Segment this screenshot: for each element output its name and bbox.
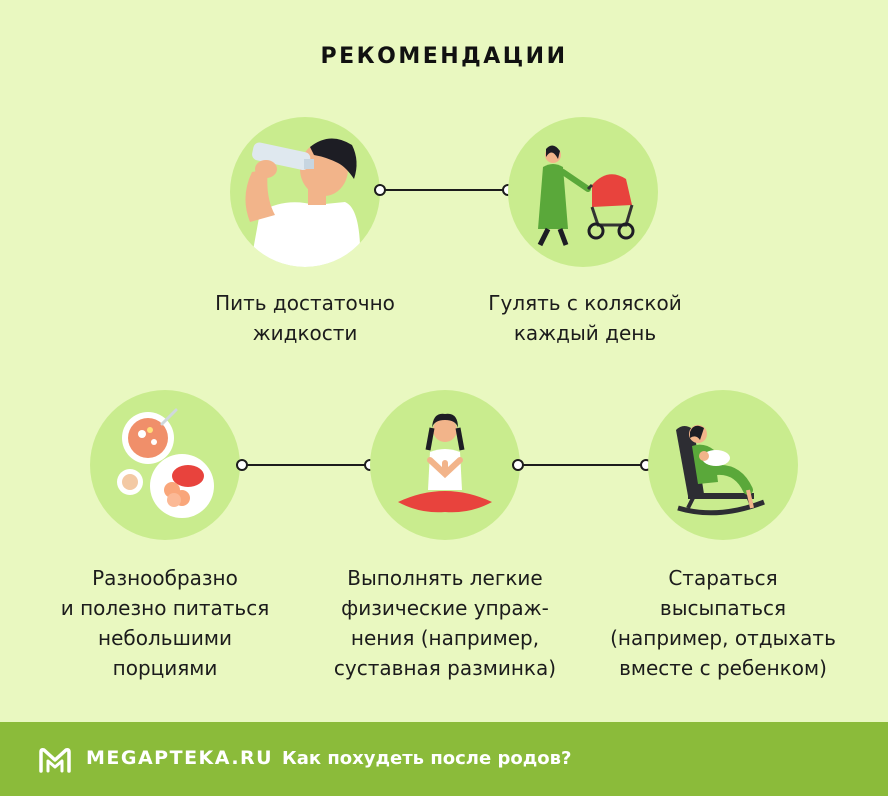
connector-line [236, 459, 376, 471]
caption-sleep: Стараться высыпаться (например, отдыхать… [610, 566, 836, 680]
stroller-walk-icon [508, 117, 658, 267]
healthy-food-icon [90, 390, 240, 540]
drinking-water-icon [230, 117, 380, 267]
yoga-icon [370, 390, 520, 540]
footer-bar: MEGAPTEKA.RU Как похудеть после родов? [0, 722, 888, 796]
page-title: РЕКОМЕНДАЦИИ [320, 44, 568, 69]
caption-drink: Пить достаточно жидкости [215, 291, 395, 345]
connector-line [374, 184, 514, 196]
caption-food: Разнообразно и полезно питаться небольши… [60, 566, 270, 680]
megapteka-logo-icon [39, 748, 71, 773]
brand-link[interactable]: MEGAPTEKA.RU [86, 747, 274, 769]
article-title: Как похудеть после родов? [282, 748, 572, 769]
caption-exercise: Выполнять легкие физические упраж- нения… [333, 566, 557, 680]
rocking-chair-icon [648, 390, 798, 540]
connector-line [512, 459, 652, 471]
caption-walk: Гулять с коляской каждый день [488, 291, 682, 345]
